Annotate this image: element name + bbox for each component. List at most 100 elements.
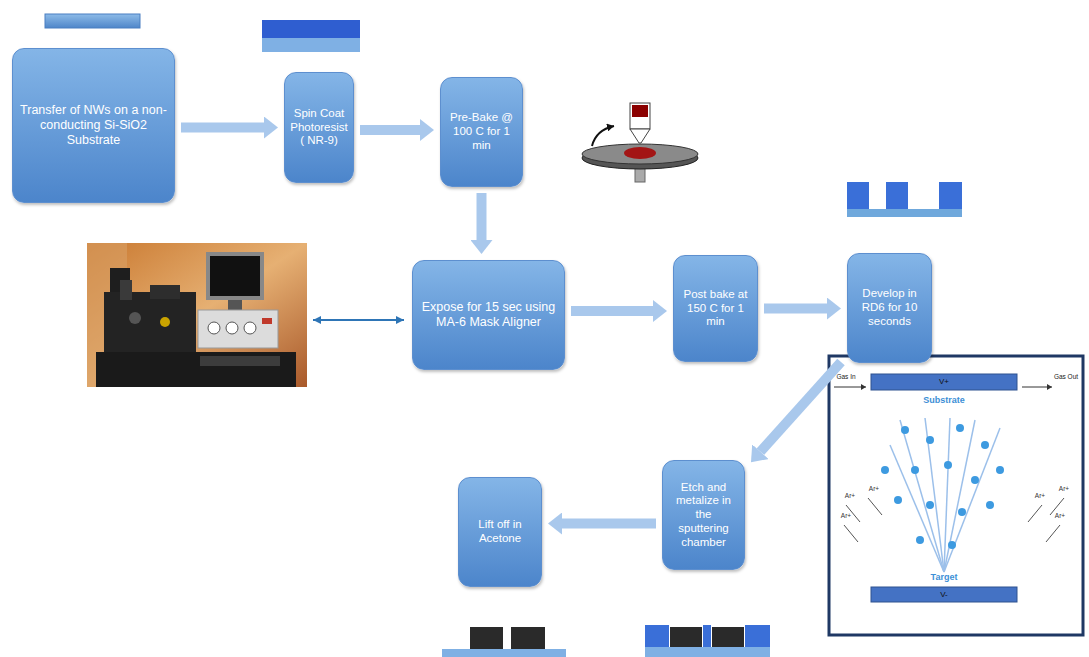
flow-arrow	[562, 519, 656, 529]
ion-label: Ar+	[1035, 492, 1045, 499]
sputtering-schematic-part-part	[844, 525, 858, 542]
sputtering-schematic-part-part	[971, 476, 979, 484]
sputtering-schematic-part	[844, 498, 1064, 542]
mask-aligner-photo-part	[200, 356, 280, 366]
step-text: Develop in RD6 for 10 seconds	[854, 287, 925, 328]
process-box: Transfer of NWs on a non-conducting Si-S…	[12, 48, 175, 203]
mask-aligner-photo-part	[104, 292, 196, 354]
process-box: Expose for 15 sec using MA-6 Mask Aligne…	[412, 260, 565, 370]
flow-arrow	[181, 123, 264, 133]
ion-label: Ar+	[869, 485, 879, 492]
flow-arrow	[571, 306, 653, 316]
sputtering-schematic-part-part	[916, 536, 924, 544]
mask-aligner-photo-part	[228, 300, 242, 310]
sputtering-schematic-part-part	[901, 426, 909, 434]
flow-arrow	[760, 362, 841, 452]
developed-resist-sketch-part	[886, 182, 908, 209]
developed-resist-sketch	[847, 182, 962, 217]
step-text: Spin Coat Photoresist ( NR-9)	[290, 107, 348, 148]
sputtering-schematic-part-part	[881, 466, 889, 474]
sputtering-schematic-part	[1022, 387, 1052, 388]
metallized-sketch-part	[703, 625, 711, 647]
electrode-label: Target	[931, 573, 958, 583]
sputtering-schematic-part-part	[890, 445, 944, 572]
metallized-sketch-part	[745, 625, 770, 647]
gas-inlet-label: Gas In	[836, 373, 855, 380]
sputtering-schematic-part-part	[948, 541, 956, 549]
resist-layer-sketch-part	[262, 20, 360, 38]
sputtering-schematic-part	[834, 387, 866, 388]
sputtering-schematic-part-part	[900, 420, 944, 572]
ion-label: Ar+	[841, 512, 851, 519]
sputtering-schematic-part-part	[1046, 525, 1060, 542]
spin-coater-sketch-part	[632, 105, 648, 117]
metallized-sketch	[645, 625, 770, 657]
sputtering-schematic-part-part	[956, 424, 964, 432]
sputtering-schematic-part	[881, 424, 1004, 549]
flow-arrow	[360, 125, 420, 135]
substrate-sketch-part	[45, 14, 140, 28]
flow-arrow	[477, 193, 487, 240]
mask-aligner-photo-part	[150, 285, 180, 299]
substrate-sketch	[45, 14, 140, 28]
sputtering-schematic-part-part	[926, 501, 934, 509]
mask-aligner-photo-part	[210, 256, 260, 296]
contacts-sketch-part	[470, 627, 503, 649]
contacts-sketch-part	[511, 627, 545, 649]
sputtering-schematic-part-part	[1028, 505, 1042, 522]
ion-label: Ar+	[1055, 512, 1065, 519]
spin-coater-sketch-part	[624, 147, 656, 159]
mask-aligner-photo-part	[226, 322, 238, 334]
sputtering-schematic-part-part	[944, 420, 975, 572]
metallized-sketch-part	[670, 627, 702, 647]
spin-coater-sketch	[582, 103, 698, 182]
process-box: Lift off in Acetone	[458, 477, 542, 587]
electrode-label: Substrate	[923, 396, 965, 406]
step-text: Post bake at 150 C for 1 min	[680, 288, 751, 329]
ion-label: Ar+	[845, 492, 855, 499]
contacts-sketch	[442, 627, 566, 657]
gas-outlet-label: Gas Out	[1054, 373, 1078, 380]
mask-aligner-photo-part	[244, 322, 256, 334]
developed-resist-sketch-part	[939, 182, 962, 209]
mask-aligner-photo-part	[262, 318, 272, 324]
mask-aligner-photo-part	[206, 252, 264, 300]
flow-arrow	[764, 304, 827, 314]
developed-resist-sketch-part	[847, 182, 869, 209]
sputtering-schematic-part	[871, 374, 1017, 390]
process-box: Spin Coat Photoresist ( NR-9)	[284, 72, 354, 183]
sputtering-schematic-part	[890, 418, 1000, 572]
spin-coater-sketch-part	[630, 103, 650, 129]
mask-aligner-photo-part	[87, 243, 307, 387]
developed-resist-sketch-part	[847, 209, 962, 217]
process-box: Pre-Bake @ 100 C for 1 min	[440, 77, 523, 187]
mask-aligner-photo-part	[120, 280, 132, 300]
double-arrow	[313, 319, 404, 321]
sputtering-schematic-part-part	[958, 508, 966, 516]
sputtering-schematic-part	[871, 587, 1017, 602]
step-text: Pre-Bake @ 100 C for 1 min	[447, 111, 516, 152]
process-box: Develop in RD6 for 10 seconds	[847, 253, 932, 363]
sputtering-schematic-part-part	[981, 441, 989, 449]
mask-aligner-photo-part	[129, 312, 141, 324]
step-text: Etch and metalize in the sputtering cham…	[669, 481, 738, 550]
step-text: Transfer of NWs on a non-conducting Si-S…	[19, 103, 168, 148]
metallized-sketch-part	[645, 647, 770, 657]
step-text: Expose for 15 sec using MA-6 Mask Aligne…	[419, 300, 558, 330]
voltage-label: V+	[939, 378, 949, 387]
ion-label: Ar+	[1059, 485, 1069, 492]
sputtering-schematic-part-part	[944, 461, 952, 469]
sputtering-schematic-part-part	[944, 428, 1000, 572]
mask-aligner-photo-part	[198, 310, 278, 348]
sputtering-schematic-part-part	[986, 501, 994, 509]
sputtering-schematic	[829, 356, 1083, 635]
mask-aligner-photo	[87, 243, 307, 387]
sputtering-schematic-part-part	[911, 466, 919, 474]
sputtering-schematic-part-part	[868, 498, 882, 515]
mask-aligner-photo-part	[208, 322, 220, 334]
metallized-sketch-part	[712, 627, 744, 647]
process-box: Post bake at 150 C for 1 min	[673, 255, 758, 362]
spin-coater-sketch-part	[592, 126, 614, 146]
sputtering-schematic-part-part	[996, 466, 1004, 474]
